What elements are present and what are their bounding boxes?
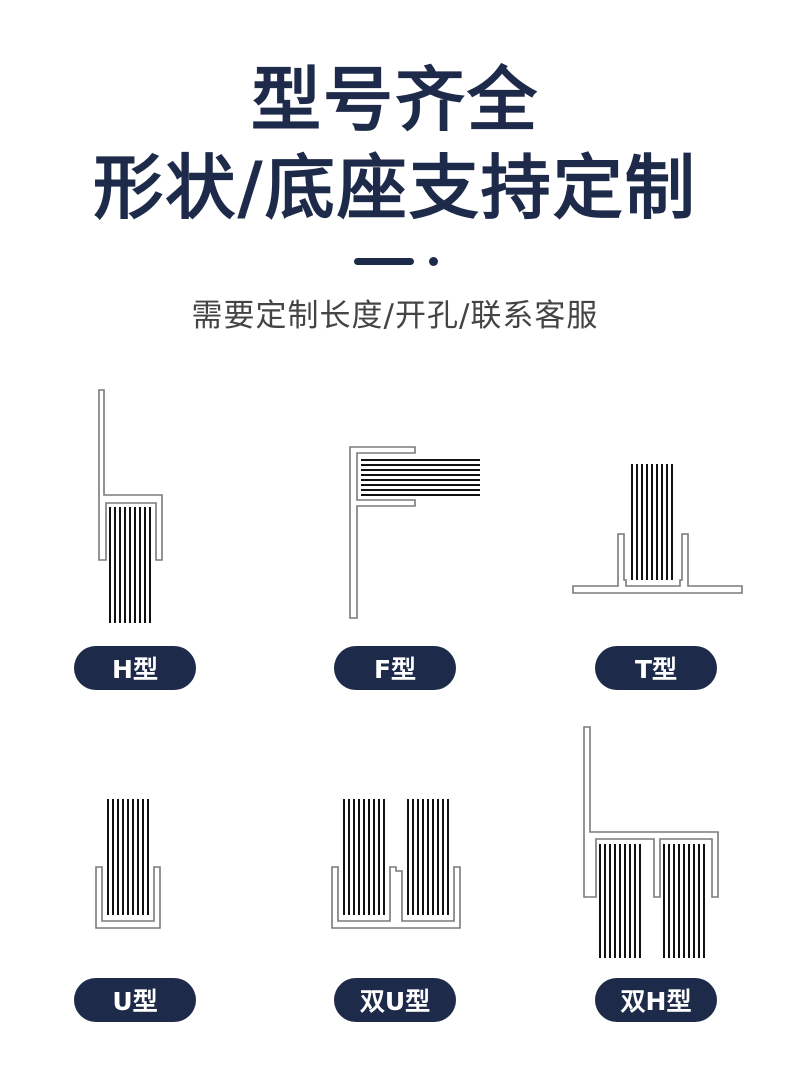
label-h-type: H型 [74,646,196,690]
title-line-1: 型号齐全 [251,59,539,141]
t-slats [631,464,673,580]
u-profile-diagram [95,799,161,929]
title-line-2: 形状/底座支持定制 [93,147,697,229]
double-u-profile-diagram [331,799,461,929]
h-slats [109,507,151,623]
u-slats [107,799,149,915]
double-h-slats [599,844,705,958]
label-f-type: F型 [334,646,456,690]
f-profile-diagram [349,446,480,619]
double-u-slats [343,799,449,915]
double-h-profile-diagram [583,726,719,958]
label-t-type: T型 [595,646,717,690]
divider-bar [354,258,414,265]
f-slats [361,459,480,496]
label-u-type: U型 [74,978,196,1022]
label-double-h-type: 双H型 [595,978,717,1022]
t-profile-diagram [572,464,743,594]
subtitle: 需要定制长度/开孔/联系客服 [191,298,599,334]
label-double-u-type: 双U型 [334,978,456,1022]
h-profile-diagram [98,389,163,623]
divider-dot [429,257,438,266]
